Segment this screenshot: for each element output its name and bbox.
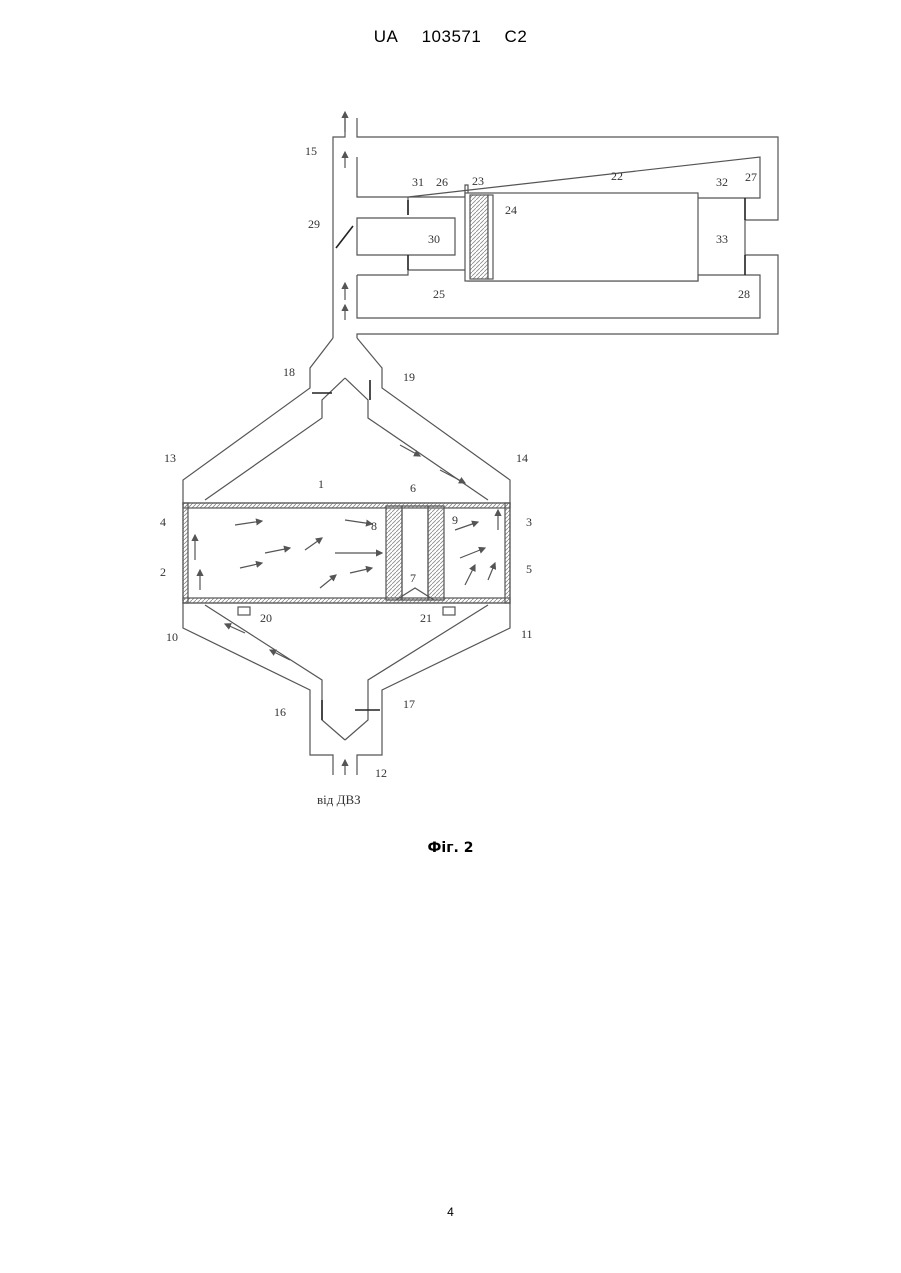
callout-22: 22	[611, 169, 623, 183]
callout-4: 4	[160, 515, 166, 529]
callout-25: 25	[433, 287, 445, 301]
callout-19: 19	[403, 370, 415, 384]
callout-23: 23	[472, 174, 484, 188]
callout-20: 20	[260, 611, 272, 625]
callout-7: 7	[410, 571, 416, 585]
callout-29: 29	[308, 217, 320, 231]
callout-5: 5	[526, 562, 532, 576]
top-exhaust-system	[333, 112, 778, 338]
callout-26: 26	[436, 175, 448, 189]
source-label: від ДВЗ	[317, 792, 361, 807]
page-number: 4	[0, 1205, 901, 1219]
callout-10: 10	[166, 630, 178, 644]
callout-11: 11	[521, 627, 533, 641]
callout-6: 6	[410, 481, 416, 495]
callout-9: 9	[452, 513, 458, 527]
muffler-body	[183, 338, 510, 775]
callout-32: 32	[716, 175, 728, 189]
callout-12: 12	[375, 766, 387, 780]
callout-31: 31	[412, 175, 424, 189]
callout-2: 2	[160, 565, 166, 579]
callout-30: 30	[428, 232, 440, 246]
callout-18: 18	[283, 365, 295, 379]
callout-33: 33	[716, 232, 728, 246]
figure-caption: Фіг. 2	[0, 840, 901, 856]
callout-21: 21	[420, 611, 432, 625]
callout-24: 24	[505, 203, 517, 217]
callout-27: 27	[745, 170, 757, 184]
callout-15: 15	[305, 144, 317, 158]
callout-28: 28	[738, 287, 750, 301]
callout-17: 17	[403, 697, 415, 711]
callout-14: 14	[516, 451, 528, 465]
callout-16: 16	[274, 705, 286, 719]
callout-13: 13	[164, 451, 176, 465]
callout-3: 3	[526, 515, 532, 529]
callout-8: 8	[371, 519, 377, 533]
callout-1: 1	[318, 477, 324, 491]
